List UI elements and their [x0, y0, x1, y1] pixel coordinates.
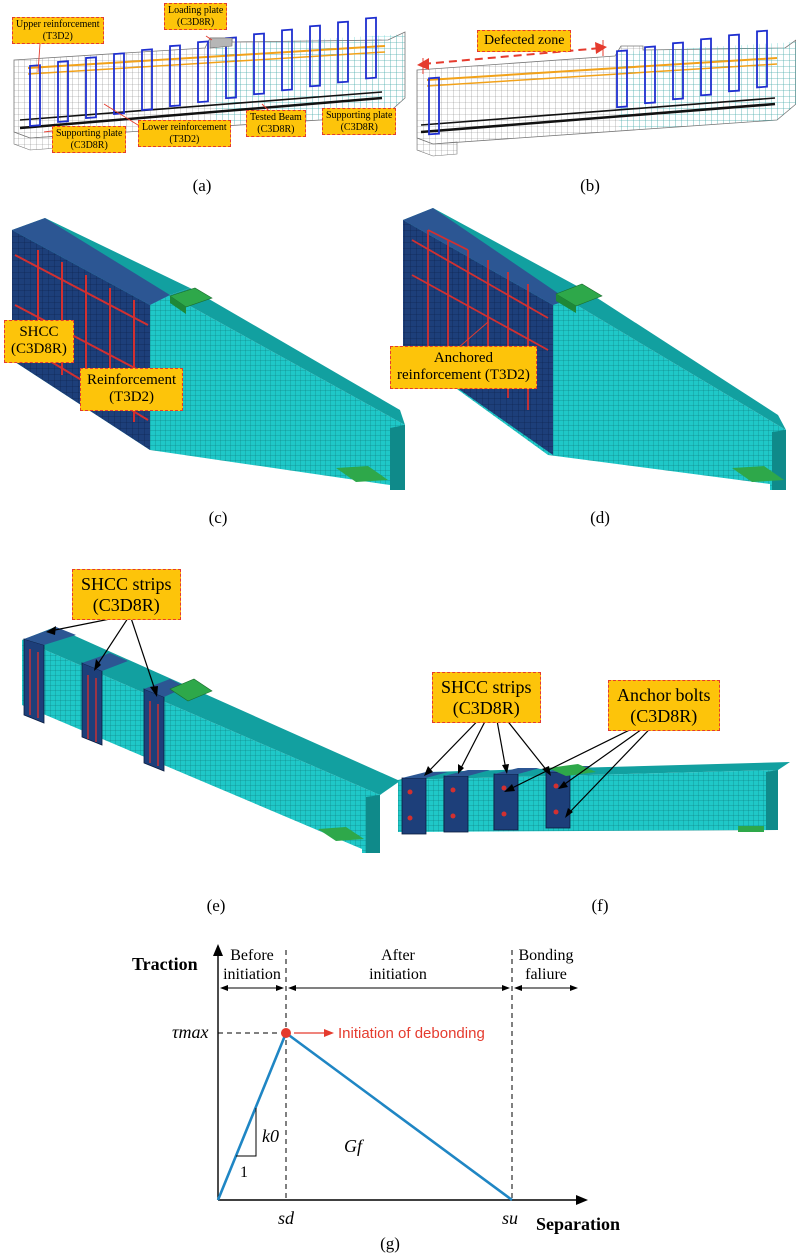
panel-d: Anchored reinforcement (T3D2) — [390, 200, 796, 500]
label-supporting-plate-left-type: (C3D8R) — [70, 139, 108, 151]
arrow-head — [288, 985, 296, 991]
y-axis-arrow — [213, 944, 223, 956]
caption-g: (g) — [380, 1234, 400, 1253]
label-upper-reinforcement-type: (T3D2) — [42, 30, 73, 42]
label-anchored-reinforcement-type: reinforcement (T3D2) — [397, 367, 530, 384]
caption-d: (d) — [590, 508, 610, 527]
label-upper-reinforcement: Upper reinforcement (T3D2) — [12, 17, 104, 44]
arrow-head — [220, 985, 228, 991]
caption-f: (f) — [591, 896, 609, 915]
label-loading-plate-type: (C3D8R) — [177, 16, 215, 28]
panel-e-beam-model — [22, 614, 400, 853]
gf-label: Gf — [344, 1136, 365, 1156]
panel-d-beam-model — [403, 208, 786, 490]
initiation-label: Initiation of debonding — [338, 1025, 485, 1042]
traction-curve — [216, 1030, 513, 1202]
label-upper-reinforcement-name: Upper reinforcement — [16, 19, 100, 30]
caption-c: (c) — [208, 508, 228, 527]
label-shcc-strips-e-name: SHCC strips — [81, 574, 172, 594]
region-after-line2: initiation — [369, 966, 427, 983]
initiation-point — [281, 1028, 291, 1038]
label-supporting-plate-left: Supporting plate (C3D8R) — [52, 126, 127, 153]
region-failure-line2: faliure — [525, 966, 567, 983]
k0-label: k0 — [262, 1126, 279, 1146]
label-lower-reinforcement-name: Lower reinforcement — [142, 122, 227, 133]
panel-e: SHCC strips (C3D8R) — [0, 555, 400, 865]
sd-label: sd — [278, 1208, 295, 1228]
label-shcc-strips-f-name: SHCC strips — [441, 677, 532, 697]
label-anchor-bolts: Anchor bolts (C3D8R) — [608, 680, 720, 732]
region-after-line1: After — [381, 947, 415, 964]
label-reinforcement: Reinforcement (T3D2) — [80, 368, 184, 411]
initiation-arrow-head — [324, 1029, 334, 1037]
label-anchor-bolts-type: (C3D8R) — [630, 705, 698, 726]
region-failure-line1: Bonding — [518, 947, 573, 964]
label-tested-beam-name: Tested Beam — [250, 112, 302, 123]
traction-separation-diagram: Traction Separation τmax Before initiati… — [132, 944, 620, 1234]
slope-one-label: 1 — [240, 1164, 248, 1181]
label-shcc: SHCC (C3D8R) — [4, 320, 74, 363]
caption-a: (a) — [192, 176, 212, 195]
arrow-head — [276, 985, 284, 991]
label-supporting-plate-right-name: Supporting plate — [326, 110, 393, 121]
label-shcc-name: SHCC — [19, 324, 59, 340]
label-tested-beam: Tested Beam (C3D8R) — [246, 110, 306, 137]
panel-f-beam-model — [398, 703, 790, 835]
region-before-line2: initiation — [223, 966, 281, 983]
label-shcc-strips-f-type: (C3D8R) — [452, 697, 520, 718]
arrow-head — [514, 985, 522, 991]
label-tested-beam-type: (C3D8R) — [257, 123, 295, 135]
label-loading-plate-name: Loading plate — [168, 5, 224, 16]
panel-c: SHCC (C3D8R) Reinforcement (T3D2) — [0, 200, 405, 500]
panel-a: Upper reinforcement (T3D2) Loading plate… — [0, 0, 406, 200]
tau-max-label: τmax — [172, 1022, 208, 1042]
panel-g: Traction Separation τmax Before initiati… — [0, 930, 796, 1256]
label-defected-zone-text: Defected zone — [484, 33, 565, 48]
x-axis-label: Separation — [536, 1214, 620, 1234]
arrow-head — [502, 985, 510, 991]
panel-b: Defected zone — [405, 0, 796, 200]
label-supporting-plate-left-name: Supporting plate — [56, 128, 123, 139]
region-before-line1: Before — [230, 947, 274, 964]
label-supporting-plate-right-type: (C3D8R) — [340, 121, 378, 133]
label-anchored-reinforcement: Anchored reinforcement (T3D2) — [390, 346, 537, 389]
label-supporting-plate-right: Supporting plate (C3D8R) — [322, 108, 397, 135]
label-shcc-strips-f: SHCC strips (C3D8R) — [432, 672, 541, 724]
label-lower-reinforcement-type: (T3D2) — [169, 133, 200, 145]
label-shcc-strips-e: SHCC strips (C3D8R) — [72, 569, 181, 621]
label-anchor-bolts-name: Anchor bolts — [617, 685, 711, 705]
label-reinforcement-name: Reinforcement — [87, 372, 177, 388]
panel-b-beam-model — [416, 29, 796, 157]
label-lower-reinforcement: Lower reinforcement (T3D2) — [138, 120, 231, 147]
label-anchored-reinforcement-name: Anchored — [433, 350, 493, 366]
label-loading-plate: Loading plate (C3D8R) — [164, 3, 228, 30]
caption-b: (b) — [580, 176, 600, 195]
arrow-head — [570, 985, 578, 991]
label-reinforcement-type: (T3D2) — [109, 389, 155, 406]
panel-a-beam-model — [13, 16, 406, 151]
x-axis-arrow — [576, 1195, 588, 1205]
stiffness-triangle — [236, 1108, 257, 1157]
panel-f: SHCC strips (C3D8R) Anchor bolts (C3D8R) — [398, 660, 796, 900]
label-shcc-strips-e-type: (C3D8R) — [92, 594, 160, 615]
label-defected-zone: Defected zone — [477, 30, 572, 53]
su-label: su — [502, 1208, 518, 1228]
caption-e: (e) — [206, 896, 226, 915]
y-axis-label: Traction — [132, 954, 198, 974]
label-shcc-type: (C3D8R) — [11, 341, 67, 358]
